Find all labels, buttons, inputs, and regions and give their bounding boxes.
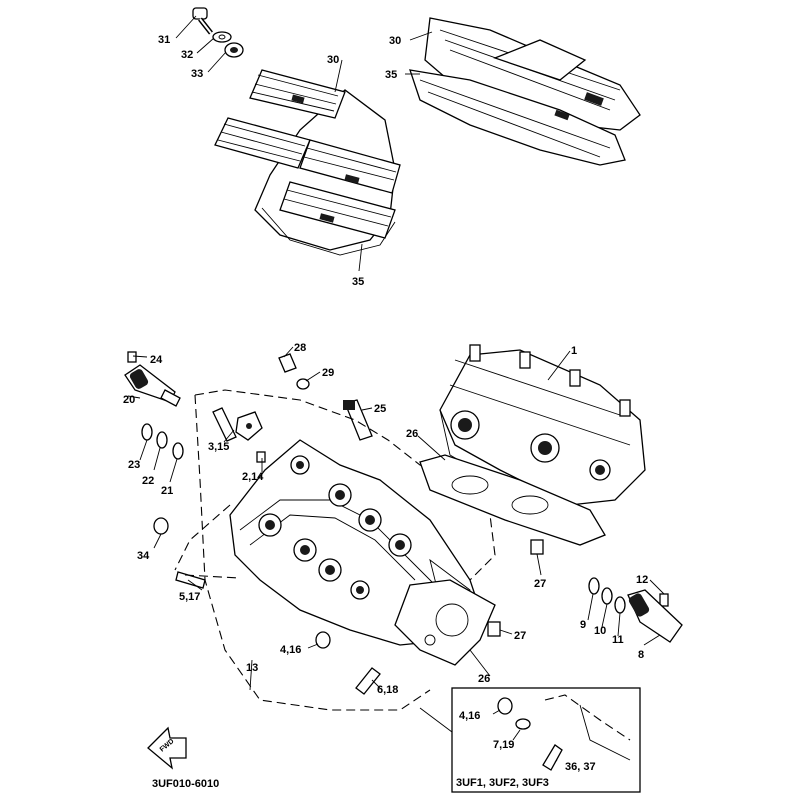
washer-32	[212, 31, 232, 43]
callout-30-rear: 30	[327, 54, 339, 66]
callout-12: 12	[636, 574, 648, 586]
cylinder-head-1	[439, 344, 646, 506]
callout-22: 22	[142, 475, 154, 487]
bolt-3-15	[212, 407, 237, 442]
variant-inset-box	[451, 687, 641, 793]
callout-20: 20	[123, 394, 135, 406]
callout-6-18: 6,18	[377, 684, 398, 696]
head-gasket-26-lower	[394, 579, 496, 666]
callout-4-16: 4,16	[280, 644, 301, 656]
front-head-cover-30	[409, 17, 641, 166]
callout-27-upper: 27	[534, 578, 546, 590]
callout-11: 11	[612, 634, 624, 646]
plug-34	[153, 517, 169, 535]
inset-stud-36-37	[542, 744, 563, 771]
callout-33: 33	[191, 68, 203, 80]
stud-6-18	[355, 667, 381, 695]
pin-5-17	[175, 571, 206, 589]
spark-plug-25	[343, 399, 373, 441]
callout-9: 9	[580, 619, 586, 631]
callout-inset-36-37: 36, 37	[565, 761, 596, 773]
callout-21: 21	[161, 485, 173, 497]
o-ring-21	[172, 442, 184, 460]
bolt-31	[192, 7, 213, 35]
callout-3-15: 3,15	[208, 441, 229, 453]
callout-35-front: 35	[385, 69, 397, 81]
front-direction-arrow	[147, 726, 187, 770]
callout-25: 25	[374, 403, 386, 415]
diagram-code: 3UF010-6010	[152, 778, 219, 790]
callout-10: 10	[594, 625, 606, 637]
o-ring-11	[614, 596, 626, 614]
inset-caption: 3UF1, 3UF2, 3UF3	[456, 777, 549, 789]
callout-13: 13	[246, 662, 258, 674]
fitting-20	[124, 364, 181, 407]
dowel-27-lower	[487, 621, 501, 637]
rear-head-cover-30	[214, 69, 401, 256]
o-ring-23	[141, 423, 153, 441]
callout-5-17: 5,17	[179, 591, 200, 603]
callout-29: 29	[322, 367, 334, 379]
callout-26-lower: 26	[478, 673, 490, 685]
callout-8: 8	[638, 649, 644, 661]
bracket-3-15	[235, 411, 263, 441]
callout-31: 31	[158, 34, 170, 46]
callout-27-lower: 27	[514, 630, 526, 642]
nut-28	[278, 353, 297, 373]
o-ring-10	[601, 587, 613, 605]
part-2-14	[256, 451, 266, 463]
washer-29	[296, 378, 310, 390]
o-ring-9	[588, 577, 600, 595]
plug-4-16	[315, 631, 331, 649]
callout-1: 1	[571, 345, 577, 357]
callout-30-front: 30	[389, 35, 401, 47]
callout-34: 34	[137, 550, 150, 562]
callout-26-upper: 26	[406, 428, 418, 440]
dowel-27-upper	[530, 539, 544, 555]
callout-inset-7-19: 7,19	[493, 739, 514, 751]
head-gasket-26-upper	[419, 454, 606, 546]
callout-inset-4-16: 4,16	[459, 710, 480, 722]
callout-32: 32	[181, 49, 193, 61]
callout-23: 23	[128, 459, 140, 471]
callout-28: 28	[294, 342, 306, 354]
inset-plug-4-16	[497, 697, 513, 715]
fitting-8	[627, 589, 683, 643]
inset-washer-7-19	[515, 718, 531, 730]
callout-24: 24	[150, 354, 163, 366]
callout-2-14: 2,14	[242, 471, 264, 483]
callout-35-rear: 35	[352, 276, 364, 288]
dowel-pin-24	[127, 351, 137, 363]
o-ring-22	[156, 431, 168, 449]
washer-33	[224, 42, 244, 58]
pin-12	[659, 593, 669, 607]
